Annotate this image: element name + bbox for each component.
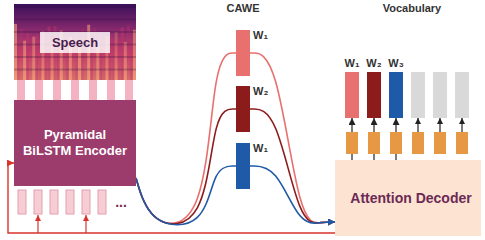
connector (71, 80, 79, 100)
node-label: W₂ (253, 85, 268, 97)
spectrogram-band (14, 56, 136, 58)
encoder-output (82, 190, 90, 214)
encoder-output (50, 190, 58, 214)
encoder-box: Pyramidal BiLSTM Encoder (14, 100, 136, 186)
connector (250, 109, 335, 223)
section-title: Vocabulary (383, 2, 442, 14)
connector (136, 109, 236, 224)
node-label: Attention Decoder (350, 190, 471, 207)
vocab-bar: W₃ (389, 72, 403, 118)
frame-strip (89, 80, 97, 100)
decoder-state (456, 132, 468, 154)
vocab-bar (455, 72, 469, 118)
node-label: Speech (40, 32, 110, 53)
attention-arrow (37, 215, 38, 233)
node-label: W₃ (388, 57, 403, 69)
spectrogram-stripe (32, 37, 35, 80)
decoder-state (346, 132, 358, 154)
encoder-output (34, 190, 42, 214)
spectrogram-band (14, 6, 136, 8)
vocab-bar (433, 72, 447, 118)
embedding-bar: W₂ (236, 86, 250, 132)
output-arrow (417, 118, 418, 132)
decoder-state (412, 132, 424, 154)
connector (250, 166, 335, 223)
attention-arrow (85, 215, 86, 233)
frame-strip (125, 80, 133, 100)
vocab-bar (411, 72, 425, 118)
spectrogram-box: Speech (14, 4, 136, 80)
frame-strip (107, 80, 115, 100)
output-arrow (461, 118, 462, 132)
decoder-state (434, 132, 446, 154)
spectrogram-stripe (133, 30, 136, 80)
decoder-state (390, 132, 402, 154)
frame-strip (53, 80, 61, 100)
output-arrow (439, 118, 440, 132)
encoder-output (98, 190, 106, 214)
spectrogram-stripe (127, 25, 130, 80)
spectrogram-stripe (118, 41, 121, 80)
connector (136, 53, 236, 223)
spectrogram-stripe (17, 42, 20, 80)
frame-strip (17, 80, 25, 100)
spectrogram-stripe (130, 42, 133, 80)
section-title: CAWE (227, 2, 260, 14)
embedding-bar: W₁ (236, 143, 250, 189)
spectrogram-band (14, 19, 136, 21)
spectrogram-stripe (121, 27, 124, 80)
decoder-box: Attention Decoder (335, 160, 481, 236)
spectrogram-band (14, 69, 136, 71)
frame-strip (35, 80, 43, 100)
decoder-state (368, 132, 380, 154)
vocab-bar: W₂ (367, 72, 381, 118)
node-label: W₁ (345, 57, 360, 69)
spectrogram (14, 4, 136, 80)
vocab-bar: W₁ (345, 72, 359, 118)
connector (250, 53, 335, 223)
spectrogram-stripe (23, 41, 26, 80)
spectrogram-stripe (20, 29, 23, 80)
encoder-output (66, 190, 74, 214)
connector (136, 166, 236, 225)
node-label: Pyramidal BiLSTM Encoder (20, 127, 130, 160)
spectrogram-stripe (124, 42, 127, 80)
spectrogram-stripe (115, 32, 118, 80)
node-label: W₂ (366, 57, 381, 69)
ellipsis-mark: ... (115, 194, 127, 210)
node-label: W₁ (253, 142, 268, 154)
node-label: W₁ (253, 29, 268, 41)
embedding-bar: W₁ (236, 30, 250, 76)
encoder-output (18, 190, 26, 214)
